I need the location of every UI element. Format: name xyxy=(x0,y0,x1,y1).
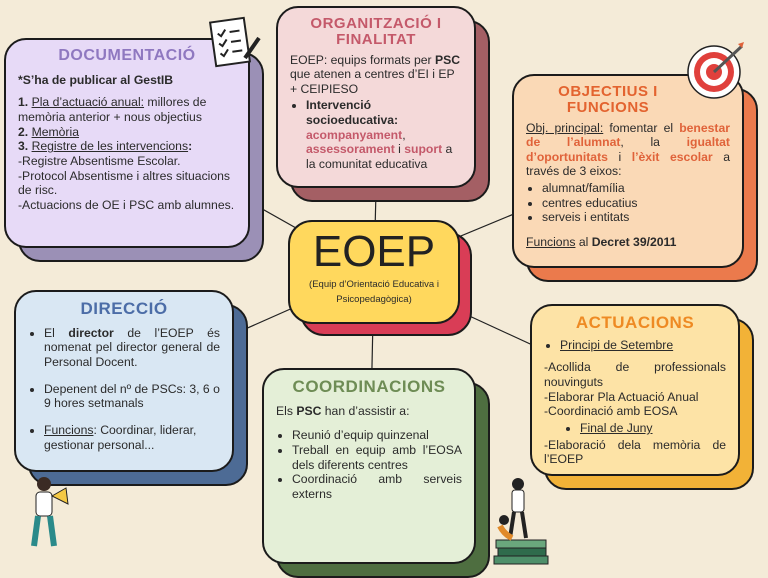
target-icon xyxy=(687,42,744,99)
person-with-megaphone-icon xyxy=(31,477,69,547)
actuacions-jun-list: Final de Juny xyxy=(544,421,726,436)
direccio-bullet-3: Funcions: Coordinar, liderar, gestionar … xyxy=(44,423,220,452)
actuacions-sep-item: -Acollida de professionals nouvinguts xyxy=(544,360,726,390)
documentacio-sub-2: -Protocol Absentisme i altres situacions… xyxy=(18,168,231,198)
actuacions-title: ACTUACIONS xyxy=(575,313,695,332)
direccio-title: DIRECCIÓ xyxy=(80,299,168,318)
eoep-subtitle: (Equip d’Orientació Educativa i Psicoped… xyxy=(309,279,439,305)
eoep-title: EOEP xyxy=(312,227,436,276)
documentacio-sub-3: -Actuacions de OE i PSC amb alumnes. xyxy=(18,197,235,212)
eoep-center: EOEP (Equip d’Orientació Educativa i Psi… xyxy=(288,220,460,324)
organitzacio-card: ORGANITZACIÓ I FINALITAT EOEP: equips fo… xyxy=(276,6,476,188)
actuacions-sep-list: Principi de Setembre xyxy=(544,338,726,353)
direccio-card: DIRECCIÓ El director de l’EOEP és nomena… xyxy=(14,290,234,472)
objectius-title: OBJECTIUS I FUNCIONS xyxy=(558,83,658,116)
organitzacio-list: Intervenció socioeducativa: acompanyamen… xyxy=(290,98,462,171)
coordinacions-intro: Els PSC han d’assistir a: xyxy=(276,403,410,418)
objectius-funcions: Funcions al Decret 39/2011 xyxy=(526,234,677,249)
coordinacions-list: Reunió d’equip quinzenal Treball en equi… xyxy=(276,428,462,501)
direccio-list: El director de l’EOEP és nomenat pel dir… xyxy=(28,326,220,452)
actuacions-sep-item: -Coordinació amb EOSA xyxy=(544,404,678,419)
direccio-bullet-1: El director de l’EOEP és nomenat pel dir… xyxy=(44,326,220,370)
organitzacio-intro: EOEP: equips formats per PSC que atenen … xyxy=(290,52,461,96)
objectius-axis: alumnat/família xyxy=(542,181,730,196)
coordinacions-item: Treball en equip amb l’EOSA dels diferen… xyxy=(292,443,462,472)
coordinacions-card: COORDINACIONS Els PSC han d’assistir a: … xyxy=(262,368,476,564)
documentacio-card: DOCUMENTACIÓ *S’ha de publicar al GestIB… xyxy=(4,38,250,248)
actuacions-jun-label: Final de Juny xyxy=(580,421,726,436)
organitzacio-bullet: Intervenció socioeducativa: acompanyamen… xyxy=(306,98,462,171)
documentacio-sub-1: -Registre Absentisme Escolar. xyxy=(18,154,181,168)
documentacio-note: *S’ha de publicar al GestIB xyxy=(18,72,174,87)
coordinacions-item: Coordinació amb serveis externs xyxy=(292,472,462,501)
actuacions-sep-item: -Elaborar Pla Actuació Anual xyxy=(544,389,699,404)
documentacio-item-3: 3. Registre de les intervencions: xyxy=(18,139,193,154)
actuacions-card: ACTUACIONS Principi de Setembre -Acollid… xyxy=(530,304,740,476)
objectius-card: OBJECTIUS I FUNCIONS Obj. principal: fom… xyxy=(512,74,744,268)
actuacions-jun-item: -Elaboració dela memòria de l’EOEP xyxy=(544,437,726,467)
checklist-icon xyxy=(208,16,261,68)
organitzacio-title: ORGANITZACIÓ I FINALITAT xyxy=(310,15,442,48)
documentacio-item-1: 1. Pla d’actuació anual: millores de mem… xyxy=(18,95,207,125)
objectius-axis: serveis i entitats xyxy=(542,210,730,225)
objectius-axes: alumnat/família centres educatius servei… xyxy=(526,181,730,225)
documentacio-item-2: 2. Memòria xyxy=(18,124,79,139)
objectius-main: Obj. principal: fomentar el benestar de … xyxy=(526,120,730,179)
direccio-bullet-2: Depenent del nº de PSCs: 3, 6 o 9 hores … xyxy=(44,382,220,411)
people-on-books-icon xyxy=(493,478,549,565)
coordinacions-title: COORDINACIONS xyxy=(292,377,446,396)
coordinacions-item: Reunió d’equip quinzenal xyxy=(292,428,462,443)
documentacio-title: DOCUMENTACIÓ xyxy=(58,47,196,64)
actuacions-sep-label: Principi de Setembre xyxy=(560,338,726,353)
objectius-axis: centres educatius xyxy=(542,196,730,211)
